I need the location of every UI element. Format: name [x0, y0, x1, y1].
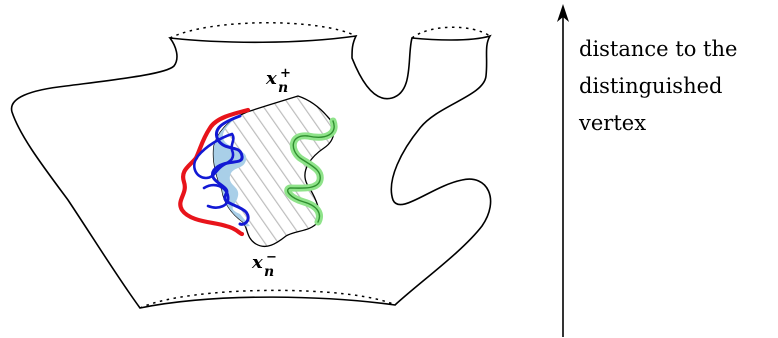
label-x-n-minus-sub: n: [264, 264, 274, 280]
blue-shaded-lobe: [213, 110, 250, 232]
surface-outline: [10, 34, 492, 309]
top-right-boundary-cap: [411, 26, 491, 39]
label-x-n-plus-base: x: [265, 68, 277, 89]
blue-lower-loop: [202, 183, 230, 209]
bottom-boundary-cap: [139, 289, 396, 309]
distance-axis-arrowhead: [557, 4, 569, 22]
top-left-boundary-cap: [169, 22, 357, 39]
label-x-n-plus-sub: n: [278, 80, 288, 96]
red-boundary-curve: [178, 107, 251, 237]
label-x-n-minus-base: x: [251, 252, 263, 273]
axis-label-line-1: distance to the: [579, 37, 737, 61]
label-x-n-minus: x n −: [251, 250, 277, 280]
axis-label-line-2: distinguished: [579, 74, 722, 98]
label-x-n-minus-sup: −: [266, 250, 277, 265]
label-x-n-plus-sup: +: [280, 66, 291, 81]
label-x-n-plus: x n +: [265, 66, 291, 96]
green-curve-core: [287, 120, 335, 223]
axis-label-line-3: vertex: [578, 111, 646, 135]
blue-inner-loop: [193, 132, 235, 180]
